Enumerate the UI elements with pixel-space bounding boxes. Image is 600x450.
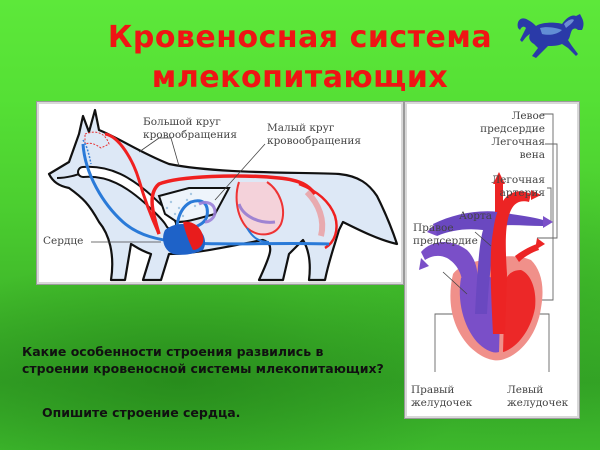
label-pulmonary-circle: Малый круг кровообращения — [267, 122, 361, 148]
label-pulmonary-vein: Легочная вена — [491, 136, 545, 162]
label-pulmonary-artery-line1: Легочная — [491, 174, 545, 186]
label-heart: Сердце — [43, 235, 84, 247]
label-right-atrium: Правое предсердие — [413, 222, 478, 248]
label-systemic-circle: Большой круг кровообращения — [143, 116, 237, 142]
label-systemic-line1: Большой круг — [143, 116, 221, 128]
question-structure-features: Какие особенности строения развились в с… — [22, 343, 412, 377]
question-1-line-1: Какие особенности строения развились в — [22, 344, 324, 359]
label-pulmonary-line2: кровообращения — [267, 135, 362, 147]
label-left-ventricle-line2: желудочек — [507, 397, 569, 409]
label-systemic-line2: кровообращения — [143, 129, 238, 141]
label-pulmonary-artery-line2: артерия — [499, 187, 545, 199]
horse-icon — [512, 6, 592, 66]
label-aorta: Аорта — [459, 210, 493, 222]
label-left-ventricle: Левый желудочек — [507, 384, 568, 410]
question-1-line-2: строении кровеносной системы млекопитающ… — [22, 361, 384, 376]
label-right-atrium-line1: Правое — [413, 222, 454, 234]
animal-circulation-diagram: Большой круг кровообращения Малый круг к… — [37, 102, 403, 284]
slide-title: Кровеносная система млекопитающих — [80, 18, 520, 98]
label-left-atrium-line2: предсердие — [480, 123, 545, 135]
label-pulmonary-vein-line1: Легочная — [491, 136, 545, 148]
label-left-ventricle-line1: Левый — [507, 384, 544, 396]
title-line-2: млекопитающих — [151, 60, 449, 95]
label-right-ventricle-line1: Правый — [411, 384, 455, 396]
title-line-1: Кровеносная система — [107, 20, 493, 55]
label-pulmonary-vein-line2: вена — [519, 149, 545, 161]
heart-anatomy-diagram: Левое предсердие Легочная вена Легочная … — [405, 102, 579, 418]
label-right-atrium-line2: предсердие — [413, 235, 478, 247]
label-left-atrium: Левое предсердие — [480, 110, 545, 136]
label-right-ventricle-line2: желудочек — [411, 397, 473, 409]
label-pulmonary-line1: Малый круг — [267, 122, 335, 134]
label-pulmonary-artery: Легочная артерия — [491, 174, 545, 200]
question-describe-heart: Опишите строение сердца. — [42, 405, 241, 420]
label-right-ventricle: Правый желудочек — [411, 384, 472, 410]
label-left-atrium-line1: Левое — [511, 110, 545, 122]
